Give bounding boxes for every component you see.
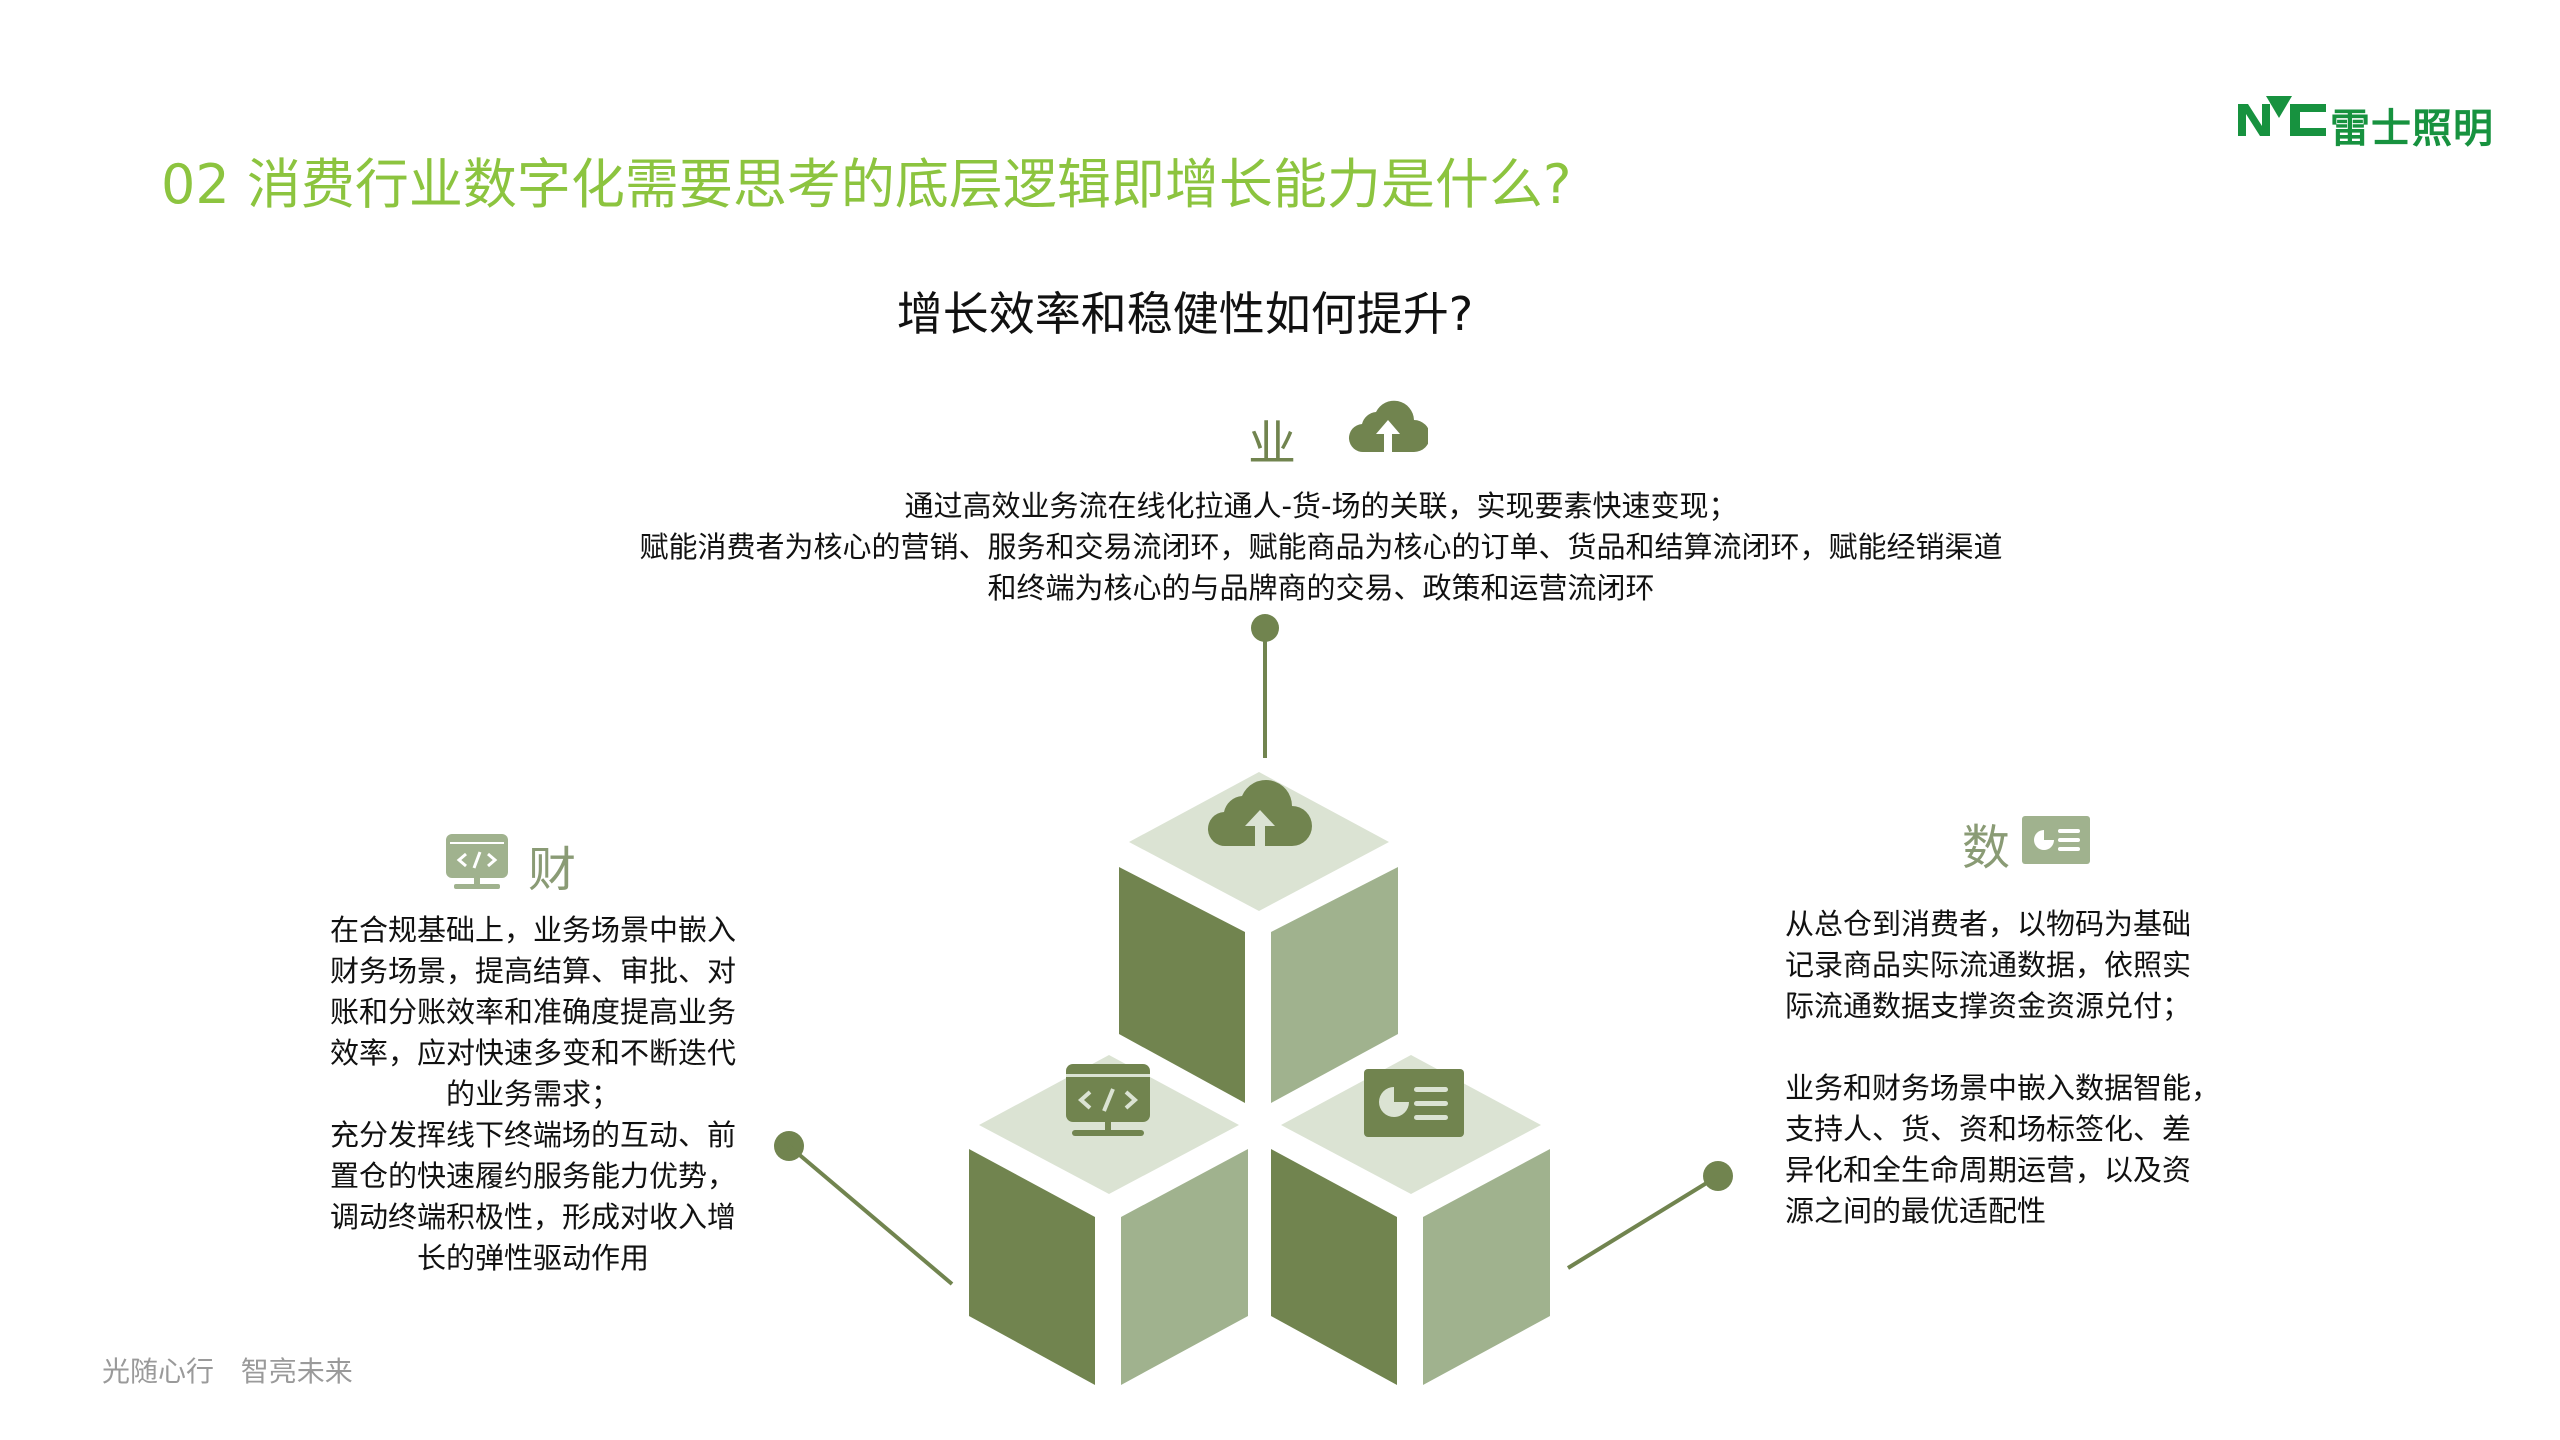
text-line: 赋能消费者为核心的营销、服务和交易流闭环，赋能商品为核心的订单、货品和结算流闭环… xyxy=(639,530,2003,564)
text-line: 长的弹性驱动作用 xyxy=(416,1241,649,1275)
cube-top xyxy=(1119,772,1398,1103)
text-line: 从总仓到消费者，以物码为基础 xyxy=(1785,907,2192,941)
chart-report-icon xyxy=(2022,816,2090,864)
page-title: 02 消费行业数字化需要思考的底层逻辑即增长能力是什么? xyxy=(161,153,1572,216)
nvc-logo-icon xyxy=(2238,96,2326,136)
text-line: 记录商品实际流通数据，依照实 xyxy=(1785,948,2192,982)
text-line: 的业务需求； xyxy=(445,1077,620,1111)
text-line: 置仓的快速履约服务能力优势， xyxy=(329,1159,736,1193)
text-line: 和终端为核心的与品牌商的交易、政策和运营流闭环 xyxy=(987,571,1655,605)
text-line: 源之间的最优适配性 xyxy=(1785,1194,2047,1228)
connector-right xyxy=(1566,1161,1733,1270)
text-line: 在合规基础上，业务场景中嵌入 xyxy=(329,913,736,947)
data-label: 数 xyxy=(1962,820,2011,876)
text-line: 效率，应对快速多变和不断迭代 xyxy=(329,1036,736,1070)
business-label: 业 xyxy=(1248,416,1297,472)
business-description: 通过高效业务流在线化拉通人-货-场的关联，实现要素快速变现； 赋能消费者为核心的… xyxy=(500,486,2142,609)
subtitle: 增长效率和稳健性如何提升? xyxy=(896,287,1474,341)
text-line: 支持人、货、资和场标签化、差 xyxy=(1785,1112,2192,1146)
finance-label: 财 xyxy=(528,842,577,898)
text-line: 通过高效业务流在线化拉通人-货-场的关联，实现要素快速变现； xyxy=(904,489,1738,523)
footer-slogan: 光随心行 智亮未来 xyxy=(102,1355,353,1388)
code-monitor-icon xyxy=(1066,1064,1150,1136)
connector-top xyxy=(1251,614,1279,758)
text-line: 调动终端积极性，形成对收入增 xyxy=(329,1200,736,1234)
text-line: 充分发挥线下终端场的互动、前 xyxy=(329,1118,736,1152)
code-monitor-icon xyxy=(446,834,508,889)
connector-left xyxy=(774,1131,954,1286)
text-line: 账和分账效率和准确度提高业务 xyxy=(329,995,736,1029)
text-line: 际流通数据支撑资金资源兑付； xyxy=(1785,989,2192,1023)
cloud-upload-icon xyxy=(1348,400,1428,453)
finance-description: 在合规基础上，业务场景中嵌入 财务场景，提高结算、审批、对 账和分账效率和准确度… xyxy=(270,910,796,1279)
logo-text: 雷士照明 xyxy=(2330,106,2494,152)
cube-bottom-right xyxy=(1271,1055,1550,1385)
text-line: 异化和全生命周期运营，以及资 xyxy=(1785,1153,2192,1187)
chart-report-icon xyxy=(1364,1069,1464,1137)
text-line: 业务和财务场景中嵌入数据智能， xyxy=(1785,1071,2221,1105)
cloud-upload-icon xyxy=(1207,780,1312,847)
data-description: 从总仓到消费者，以物码为基础 记录商品实际流通数据，依照实 际流通数据支撑资金资… xyxy=(1785,904,2220,1232)
text-line: 财务场景，提高结算、审批、对 xyxy=(329,954,736,988)
